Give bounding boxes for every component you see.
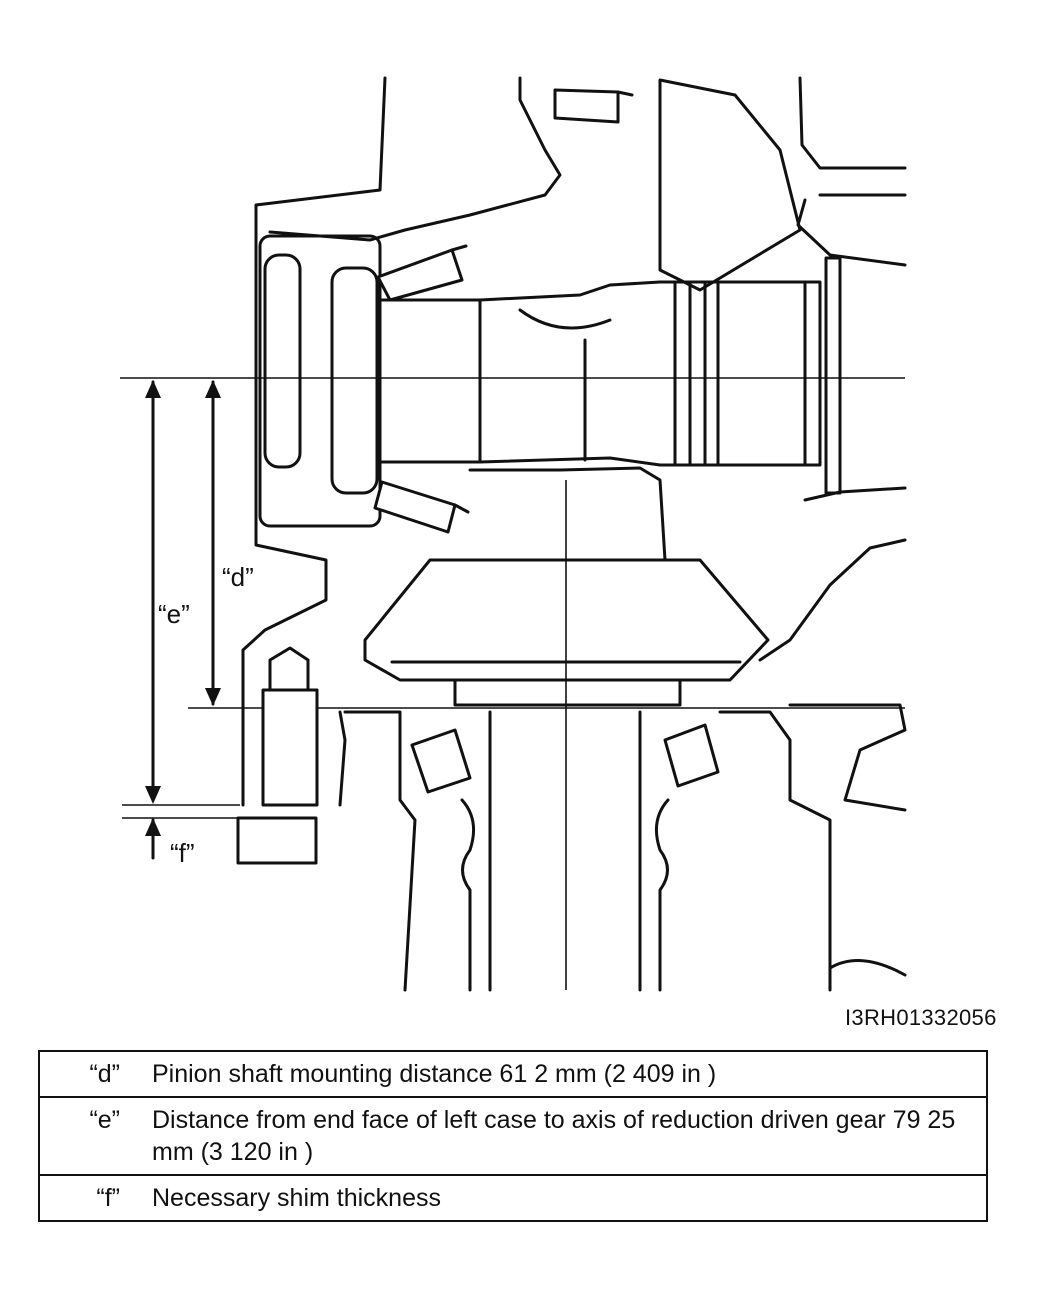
legend-row-e: “e” Distance from end face of left case …	[39, 1096, 987, 1175]
left-bearing-cup	[258, 234, 482, 528]
legend-key: “d”	[89, 1060, 120, 1088]
dimension-e	[145, 380, 161, 804]
legend-key: “f”	[39, 1174, 152, 1221]
figure-id: I3RH01332056	[845, 1005, 997, 1030]
legend-key: “e”	[39, 1096, 152, 1175]
legend-text: Necessary shim thickness	[152, 1174, 987, 1221]
reduction-driven-gear	[468, 78, 802, 562]
pinion-shaft	[460, 710, 670, 992]
label-f: “f”	[170, 838, 195, 868]
legend-row-d: “d” Pinion shaft mounting distance 61 2 …	[39, 1051, 987, 1097]
lower-housing	[338, 703, 907, 992]
legend-text: Pinion shaft mounting distance 61 2 mm (…	[152, 1060, 717, 1088]
legend-table: “d” Pinion shaft mounting distance 61 2 …	[38, 1050, 988, 1222]
label-d: “d”	[222, 562, 254, 592]
bearing-top	[553, 88, 634, 124]
bearing-lower-left	[373, 480, 470, 534]
dimension-d	[205, 380, 221, 706]
legend-row-f: “f” Necessary shim thickness	[39, 1174, 987, 1221]
legend-text: Distance from end face of left case to a…	[152, 1096, 987, 1175]
differential-shaft	[478, 256, 842, 495]
label-e: “e”	[158, 599, 190, 629]
bearing-upper-left	[376, 244, 468, 302]
cross-section-drawing: “d” “e” “f”	[120, 76, 907, 992]
bearing-lower-right-pinion	[663, 723, 720, 788]
pinion-gear	[363, 480, 770, 990]
dimension-f	[145, 818, 161, 860]
bearing-lower-left-pinion	[410, 728, 472, 794]
locating-pin	[236, 646, 319, 865]
